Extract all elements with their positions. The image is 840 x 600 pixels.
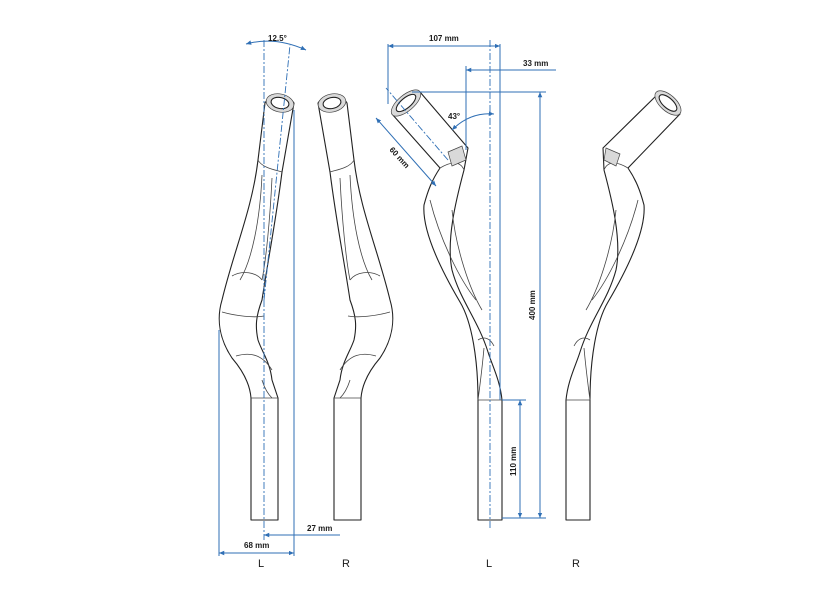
dim-68mm: 68 mm <box>244 541 269 550</box>
side-label-L-1: L <box>258 558 264 570</box>
view-right-12deg: R <box>317 93 394 570</box>
dim-angle-43: 43° <box>448 112 460 121</box>
dim-60mm: 60 mm <box>388 145 412 170</box>
view-right-43deg: R <box>565 90 682 570</box>
view-left-12deg: 12.5° 68 mm 27 mm L <box>218 34 340 570</box>
dim-110mm: 110 mm <box>509 447 518 476</box>
dim-107mm: 107 mm <box>429 34 459 43</box>
view-left-43deg: 107 mm 33 mm 43° 60 mm 400 mm 110 mm L <box>375 34 556 570</box>
dim-33mm: 33 mm <box>523 59 548 68</box>
side-label-R-2: R <box>572 558 580 570</box>
dim-27mm: 27 mm <box>307 524 332 533</box>
dim-400mm: 400 mm <box>528 290 537 320</box>
dim-angle-12-5: 12.5° <box>268 34 287 43</box>
side-label-L-2: L <box>486 558 492 570</box>
side-label-R-1: R <box>342 558 350 570</box>
